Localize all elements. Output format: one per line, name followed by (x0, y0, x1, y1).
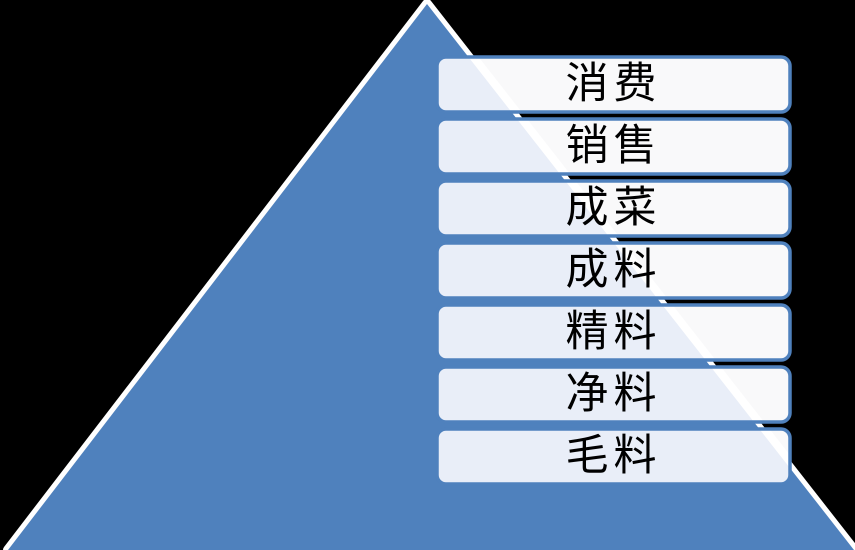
level-box-border (435, 55, 792, 114)
level-box-fill (437, 243, 790, 298)
level-box-border (435, 427, 792, 486)
level-box-fill (437, 305, 790, 360)
level-box-border (435, 179, 792, 238)
level-box-fill (437, 57, 790, 112)
level-box-fill (437, 429, 790, 484)
level-box-fill (437, 367, 790, 422)
level-box-border (435, 241, 792, 300)
level-box-border (435, 303, 792, 362)
level-box-border (435, 117, 792, 176)
level-box-border (435, 365, 792, 424)
level-box-fill (437, 119, 790, 174)
level-box-fill (437, 181, 790, 236)
level-boxes (435, 55, 792, 486)
